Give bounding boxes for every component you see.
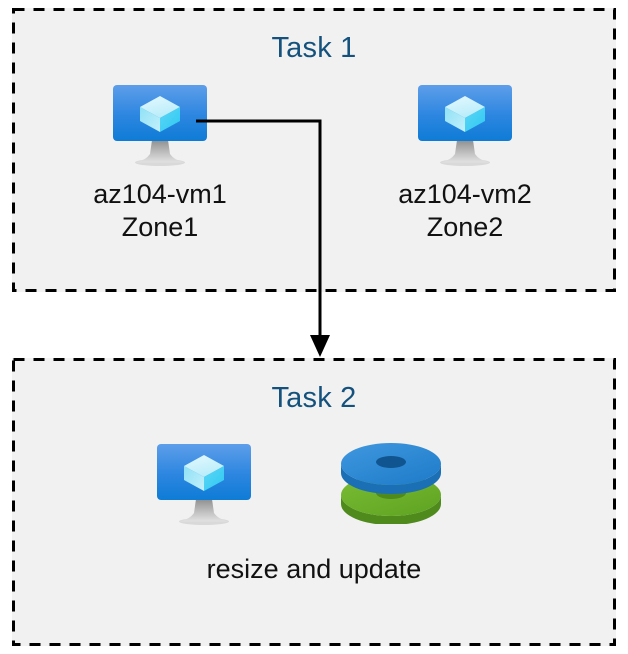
cube-glyph: [140, 96, 180, 132]
virtual-machine-icon: [154, 441, 254, 525]
task-2-container: Task 2: [12, 358, 616, 646]
node-caption: az104-vm2 Zone2: [398, 178, 532, 244]
cube-glyph: [445, 96, 485, 132]
node-caption-line-2: Zone2: [426, 211, 504, 242]
virtual-machine-icon: [415, 82, 515, 166]
task-2-caption: resize and update: [206, 554, 422, 584]
task-1-title: Task 1: [271, 32, 357, 64]
arrowhead-icon: [310, 335, 330, 357]
task-1-container: Task 1: [12, 8, 616, 292]
managed-disks-node[interactable]: [337, 442, 445, 524]
node-caption-line-2: Zone1: [121, 211, 199, 242]
blue-disk: [341, 443, 441, 494]
managed-disks-icon: [337, 442, 445, 524]
task-2-vm-node[interactable]: [154, 441, 254, 525]
task-2-title: Task 2: [271, 382, 357, 414]
cube-glyph: [184, 455, 224, 491]
node-az104-vm2[interactable]: az104-vm2 Zone2: [398, 82, 532, 242]
node-caption-line-1: az104-vm1: [93, 179, 227, 209]
node-caption-line-1: az104-vm2: [398, 179, 532, 209]
node-az104-vm1[interactable]: az104-vm1 Zone1: [93, 82, 227, 242]
virtual-machine-icon: [110, 82, 210, 166]
node-caption: az104-vm1 Zone1: [93, 178, 227, 244]
